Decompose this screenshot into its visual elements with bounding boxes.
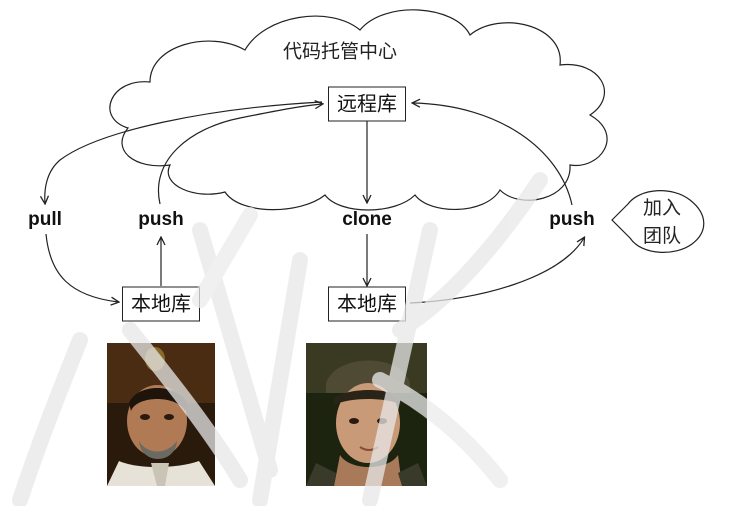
clone-label: clone [342, 209, 392, 230]
local-repo-left-box[interactable]: 本地库 [122, 286, 200, 322]
join-team-bubble [611, 190, 705, 253]
pull-label: pull [28, 209, 62, 230]
arrow-push-right-to-remote [413, 103, 573, 206]
join-team-text: 加入 团队 [643, 194, 681, 250]
arrow-remote-to-pull [45, 101, 323, 203]
push-right-label: push [549, 209, 595, 230]
remote-repo-box[interactable]: 远程库 [328, 86, 406, 122]
arrow-local-to-push-right [409, 238, 584, 304]
arrow-pull-to-local [45, 233, 118, 302]
portrait-left-photo [107, 343, 215, 486]
cloud-title: 代码托管中心 [282, 40, 398, 63]
local-repo-right-box[interactable]: 本地库 [328, 286, 406, 322]
push-left-label: push [138, 209, 184, 230]
join-team-line2: 团队 [642, 225, 682, 247]
join-team-line1: 加入 [642, 197, 682, 219]
arrow-push-to-remote [157, 104, 322, 205]
portrait-right-photo [306, 343, 427, 486]
